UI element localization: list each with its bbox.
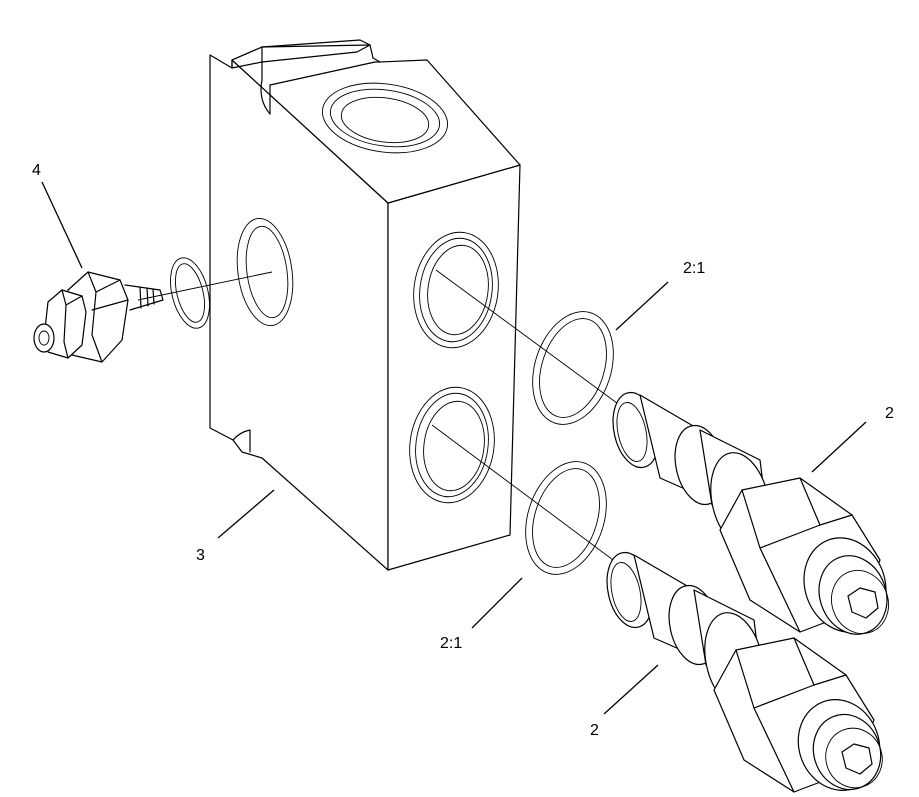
leader-item-4 xyxy=(41,181,83,269)
callout-item-2-lower: 2 xyxy=(590,722,599,739)
callout-item-2-1-lower: 2:1 xyxy=(440,635,462,652)
callout-item-4: 4 xyxy=(32,162,41,179)
callout-item-2-upper: 2 xyxy=(885,405,894,422)
callout-item-2-1-upper: 2:1 xyxy=(683,260,705,277)
valve-block xyxy=(209,39,521,571)
leader-item-2-1-lower xyxy=(471,577,523,629)
hex-socket-upper xyxy=(847,587,879,619)
leader-item-2-upper xyxy=(811,421,867,473)
callout-item-3: 3 xyxy=(196,547,205,564)
o-ring-upper xyxy=(532,311,614,425)
leader-item-2-1-upper xyxy=(615,281,669,331)
valve-block-side-face xyxy=(387,164,521,571)
hex-socket-lower xyxy=(841,743,873,775)
block-upper-port xyxy=(413,231,499,349)
leader-item-3 xyxy=(217,489,275,539)
top-port xyxy=(321,82,449,154)
center-lines xyxy=(137,269,641,581)
leader-item-2-lower xyxy=(603,664,659,715)
o-ring-side xyxy=(170,257,210,329)
block-lower-port xyxy=(409,386,495,504)
cartridge-lower xyxy=(606,551,883,793)
cartridge-upper xyxy=(612,391,889,635)
o-ring-lower xyxy=(525,461,607,575)
block-side-port xyxy=(236,217,294,327)
fitting-item-4 xyxy=(33,271,164,363)
